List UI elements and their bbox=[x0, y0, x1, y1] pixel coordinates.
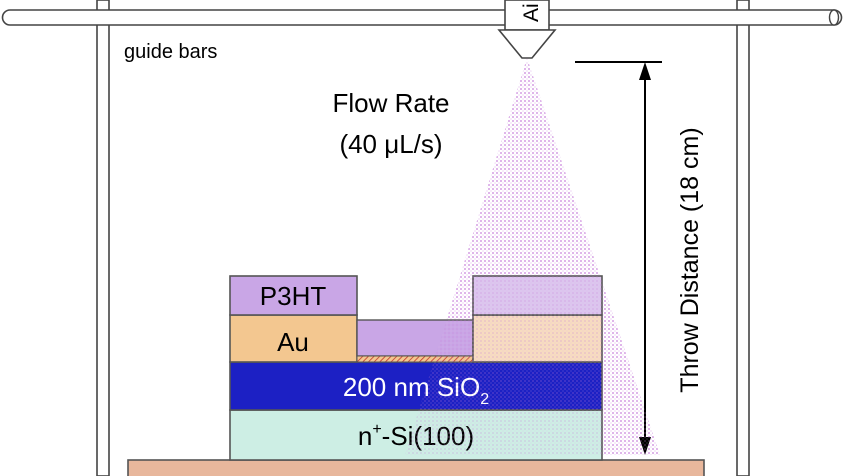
guide-bars-label: guide bars bbox=[124, 41, 217, 63]
stage bbox=[127, 459, 705, 476]
nozzle: Ai bbox=[497, 0, 557, 59]
flow-rate-label: Flow Rate bbox=[332, 88, 449, 118]
guide-bar-end bbox=[828, 9, 840, 26]
throw-distance-label: Throw Distance (18 cm) bbox=[676, 127, 704, 392]
nozzle-tip bbox=[497, 29, 557, 59]
flow-rate-value: (40 μL/s) bbox=[339, 129, 442, 159]
throw-distance-marker: Throw Distance (18 cm) bbox=[575, 61, 704, 455]
nozzle-label: Ai bbox=[520, 3, 543, 22]
right-post bbox=[736, 0, 750, 476]
throw-distance-arrow-up bbox=[639, 62, 651, 80]
p3ht-label: P3HT bbox=[260, 281, 327, 311]
spray-overlay bbox=[405, 58, 660, 455]
p3ht-left bbox=[229, 275, 358, 316]
au-label: Au bbox=[277, 327, 309, 357]
left-post bbox=[96, 0, 110, 476]
guide-bar bbox=[1, 9, 843, 26]
nozzle-body bbox=[504, 0, 550, 31]
